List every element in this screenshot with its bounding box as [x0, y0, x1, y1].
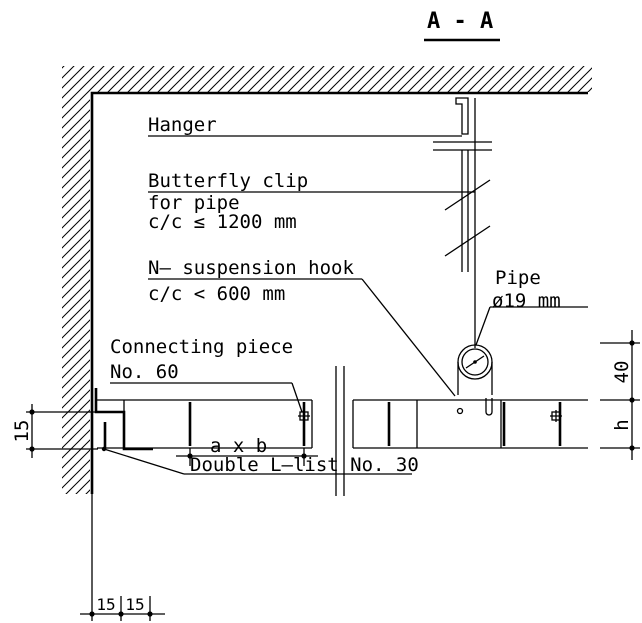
dimension-15-left-label: 15 — [11, 420, 33, 443]
pipe-label: Pipe — [495, 267, 541, 289]
dimension-left — [26, 404, 98, 458]
hanger-assembly — [433, 97, 492, 348]
pipe — [457, 344, 493, 395]
butterfly-clip-label: Butterfly clip — [148, 170, 308, 192]
dimension-40-label: 40 — [611, 361, 633, 384]
clip-spacing-label: c/c ≤ 1200 mm — [148, 211, 297, 233]
leader-lines — [103, 135, 588, 475]
panel-size-label: a x b — [210, 435, 267, 457]
dimension-right — [600, 330, 640, 460]
connecting-piece-number: No. 60 — [110, 361, 179, 383]
wall-ceiling-hatch — [62, 66, 592, 494]
suspension-hook-label: N– suspension hook — [148, 257, 354, 279]
double-l-list — [94, 388, 153, 452]
double-l-list-label: Double L–list No. 30 — [190, 454, 419, 476]
dimension-h-label: h — [611, 419, 633, 430]
ceiling-panels — [97, 366, 588, 496]
section-title: A - A — [427, 9, 493, 34]
hook-spacing-label: c/c < 600 mm — [148, 283, 285, 305]
hanger-label: Hanger — [148, 114, 217, 136]
dimension-15-bottom-b-label: 15 — [125, 595, 144, 614]
butterfly-clip-lower — [444, 225, 491, 257]
dimension-bottom — [80, 494, 165, 621]
dimension-15-bottom-a-label: 15 — [96, 595, 115, 614]
butterfly-clip-upper — [444, 179, 491, 211]
connecting-piece-label: Connecting piece — [110, 336, 293, 358]
dimension-panel-width — [176, 448, 318, 466]
for-pipe-label: for pipe — [148, 192, 240, 214]
pipe-diameter-label: ø19 mm — [492, 290, 561, 312]
